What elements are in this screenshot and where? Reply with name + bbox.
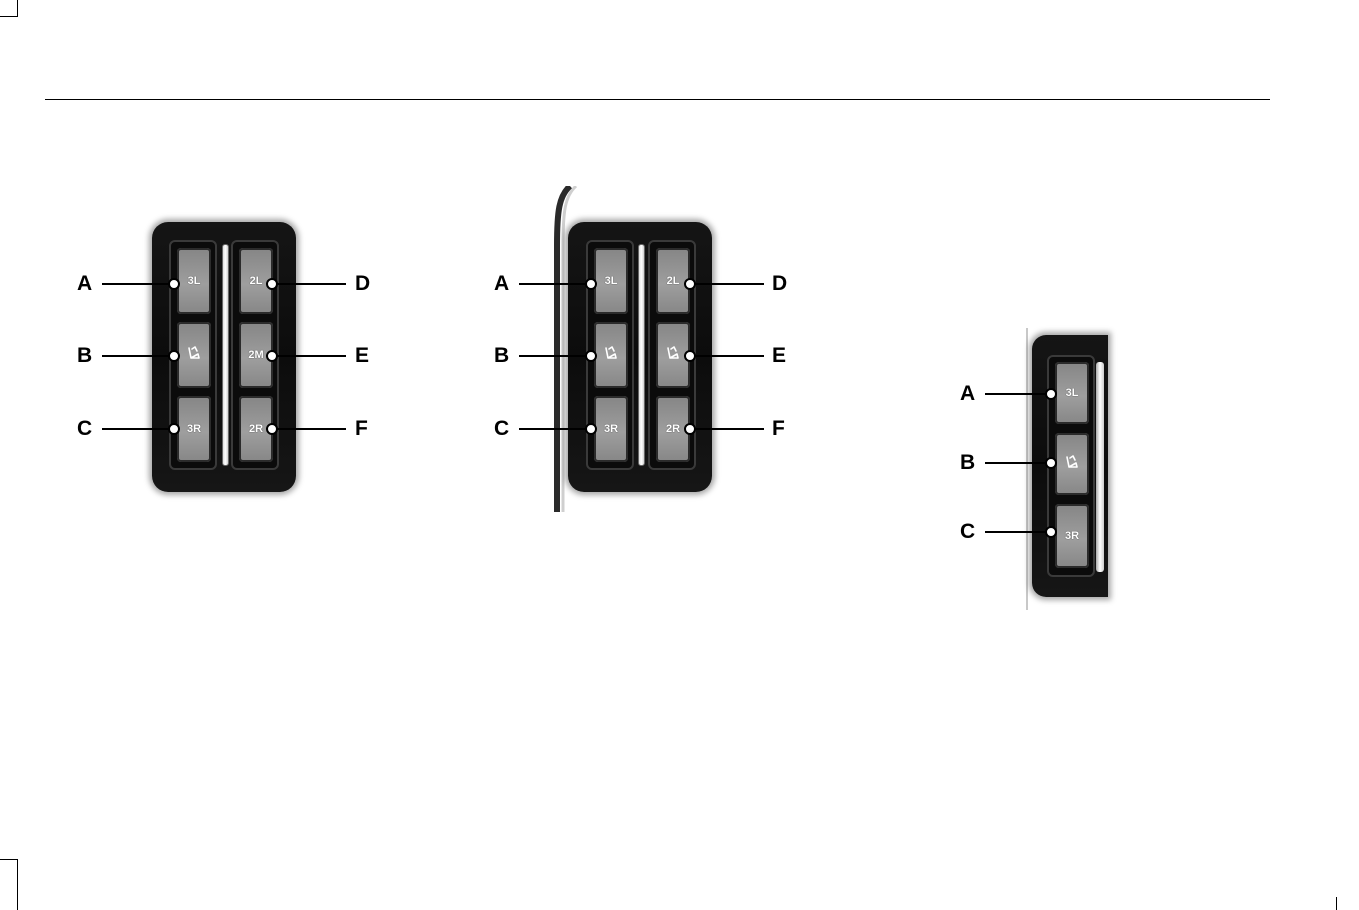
callout-letter-c: C (494, 418, 509, 439)
seat-fold-icon (1064, 454, 1080, 475)
callout-letter-f: F (772, 418, 785, 439)
button-label: 2L (667, 275, 680, 287)
callout-e (684, 349, 764, 363)
button-label: 3R (1065, 530, 1079, 542)
callout-c (985, 525, 1059, 539)
crop-mark (17, 859, 18, 910)
callout-letter-d: D (772, 273, 787, 294)
button-label: 3L (188, 275, 201, 287)
seat-button-3r[interactable]: 3R (594, 396, 628, 462)
callout-b (519, 349, 599, 363)
callout-a (102, 277, 182, 291)
seat-button-3l[interactable]: 3L (177, 248, 211, 314)
button-label: 3R (187, 423, 201, 435)
trim-edge (1096, 362, 1104, 572)
button-label: 3R (604, 423, 618, 435)
seat-fold-icon (186, 345, 202, 366)
center-divider (638, 244, 645, 466)
seat-fold-button[interactable] (1055, 433, 1089, 495)
callout-b (102, 349, 182, 363)
seat-fold-button[interactable] (177, 322, 211, 388)
callout-d (684, 277, 764, 291)
callout-c (519, 422, 599, 436)
center-divider (222, 244, 229, 466)
button-label: 2M (248, 349, 263, 361)
callout-letter-e: E (772, 345, 786, 366)
seat-fold-icon (665, 345, 681, 366)
button-label: 3L (605, 275, 618, 287)
callout-letter-b: B (960, 452, 975, 473)
callout-letter-c: C (77, 418, 92, 439)
crop-mark (0, 859, 18, 860)
crop-mark (17, 0, 18, 17)
callout-c (102, 422, 182, 436)
callout-letter-a: A (77, 273, 92, 294)
header-rule (45, 99, 1270, 100)
seat-fold-icon (603, 345, 619, 366)
callout-d (266, 277, 346, 291)
callout-letter-d: D (355, 273, 370, 294)
button-label: 2L (250, 275, 263, 287)
crop-mark (0, 16, 18, 17)
seat-button-3r[interactable]: 3R (177, 396, 211, 462)
callout-f (684, 422, 764, 436)
callout-letter-f: F (355, 418, 368, 439)
button-label: 2R (249, 423, 263, 435)
callout-letter-a: A (494, 273, 509, 294)
seat-button-3l[interactable]: 3L (1055, 362, 1089, 424)
seat-button-3l[interactable]: 3L (594, 248, 628, 314)
callout-b (985, 456, 1059, 470)
callout-letter-e: E (355, 345, 369, 366)
callout-f (266, 422, 346, 436)
callout-letter-a: A (960, 383, 975, 404)
callout-letter-b: B (494, 345, 509, 366)
button-label: 3L (1066, 387, 1079, 399)
callout-letter-b: B (77, 345, 92, 366)
callout-letter-c: C (960, 521, 975, 542)
callout-a (519, 277, 599, 291)
button-label: 2R (666, 423, 680, 435)
callout-e (266, 349, 346, 363)
seat-fold-button[interactable] (594, 322, 628, 388)
callout-a (985, 387, 1059, 401)
seat-button-3r[interactable]: 3R (1055, 504, 1089, 568)
crop-mark (1336, 897, 1337, 910)
